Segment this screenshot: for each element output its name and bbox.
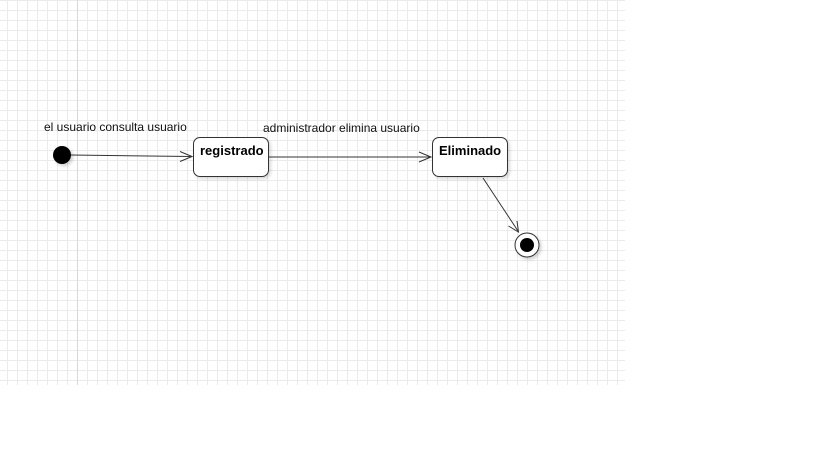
grid-background [0, 0, 625, 385]
initial-state-node[interactable] [53, 146, 71, 164]
state-eliminado-label: Eliminado [439, 143, 502, 158]
state-registrado-label: registrado [200, 143, 264, 158]
transition-registrado-to-eliminado[interactable] [269, 151, 433, 163]
grid-divider-line [77, 0, 78, 385]
transition-initial-to-registrado[interactable] [70, 151, 194, 162]
state-registrado[interactable]: registrado [193, 137, 269, 177]
transition-eliminado-to-final[interactable] [482, 177, 520, 233]
transition-label-consulta: el usuario consulta usuario [44, 120, 187, 134]
state-eliminado[interactable]: Eliminado [432, 137, 508, 177]
transition-label-elimina: administrador elimina usuario [263, 121, 420, 135]
final-state-node[interactable] [514, 232, 540, 258]
